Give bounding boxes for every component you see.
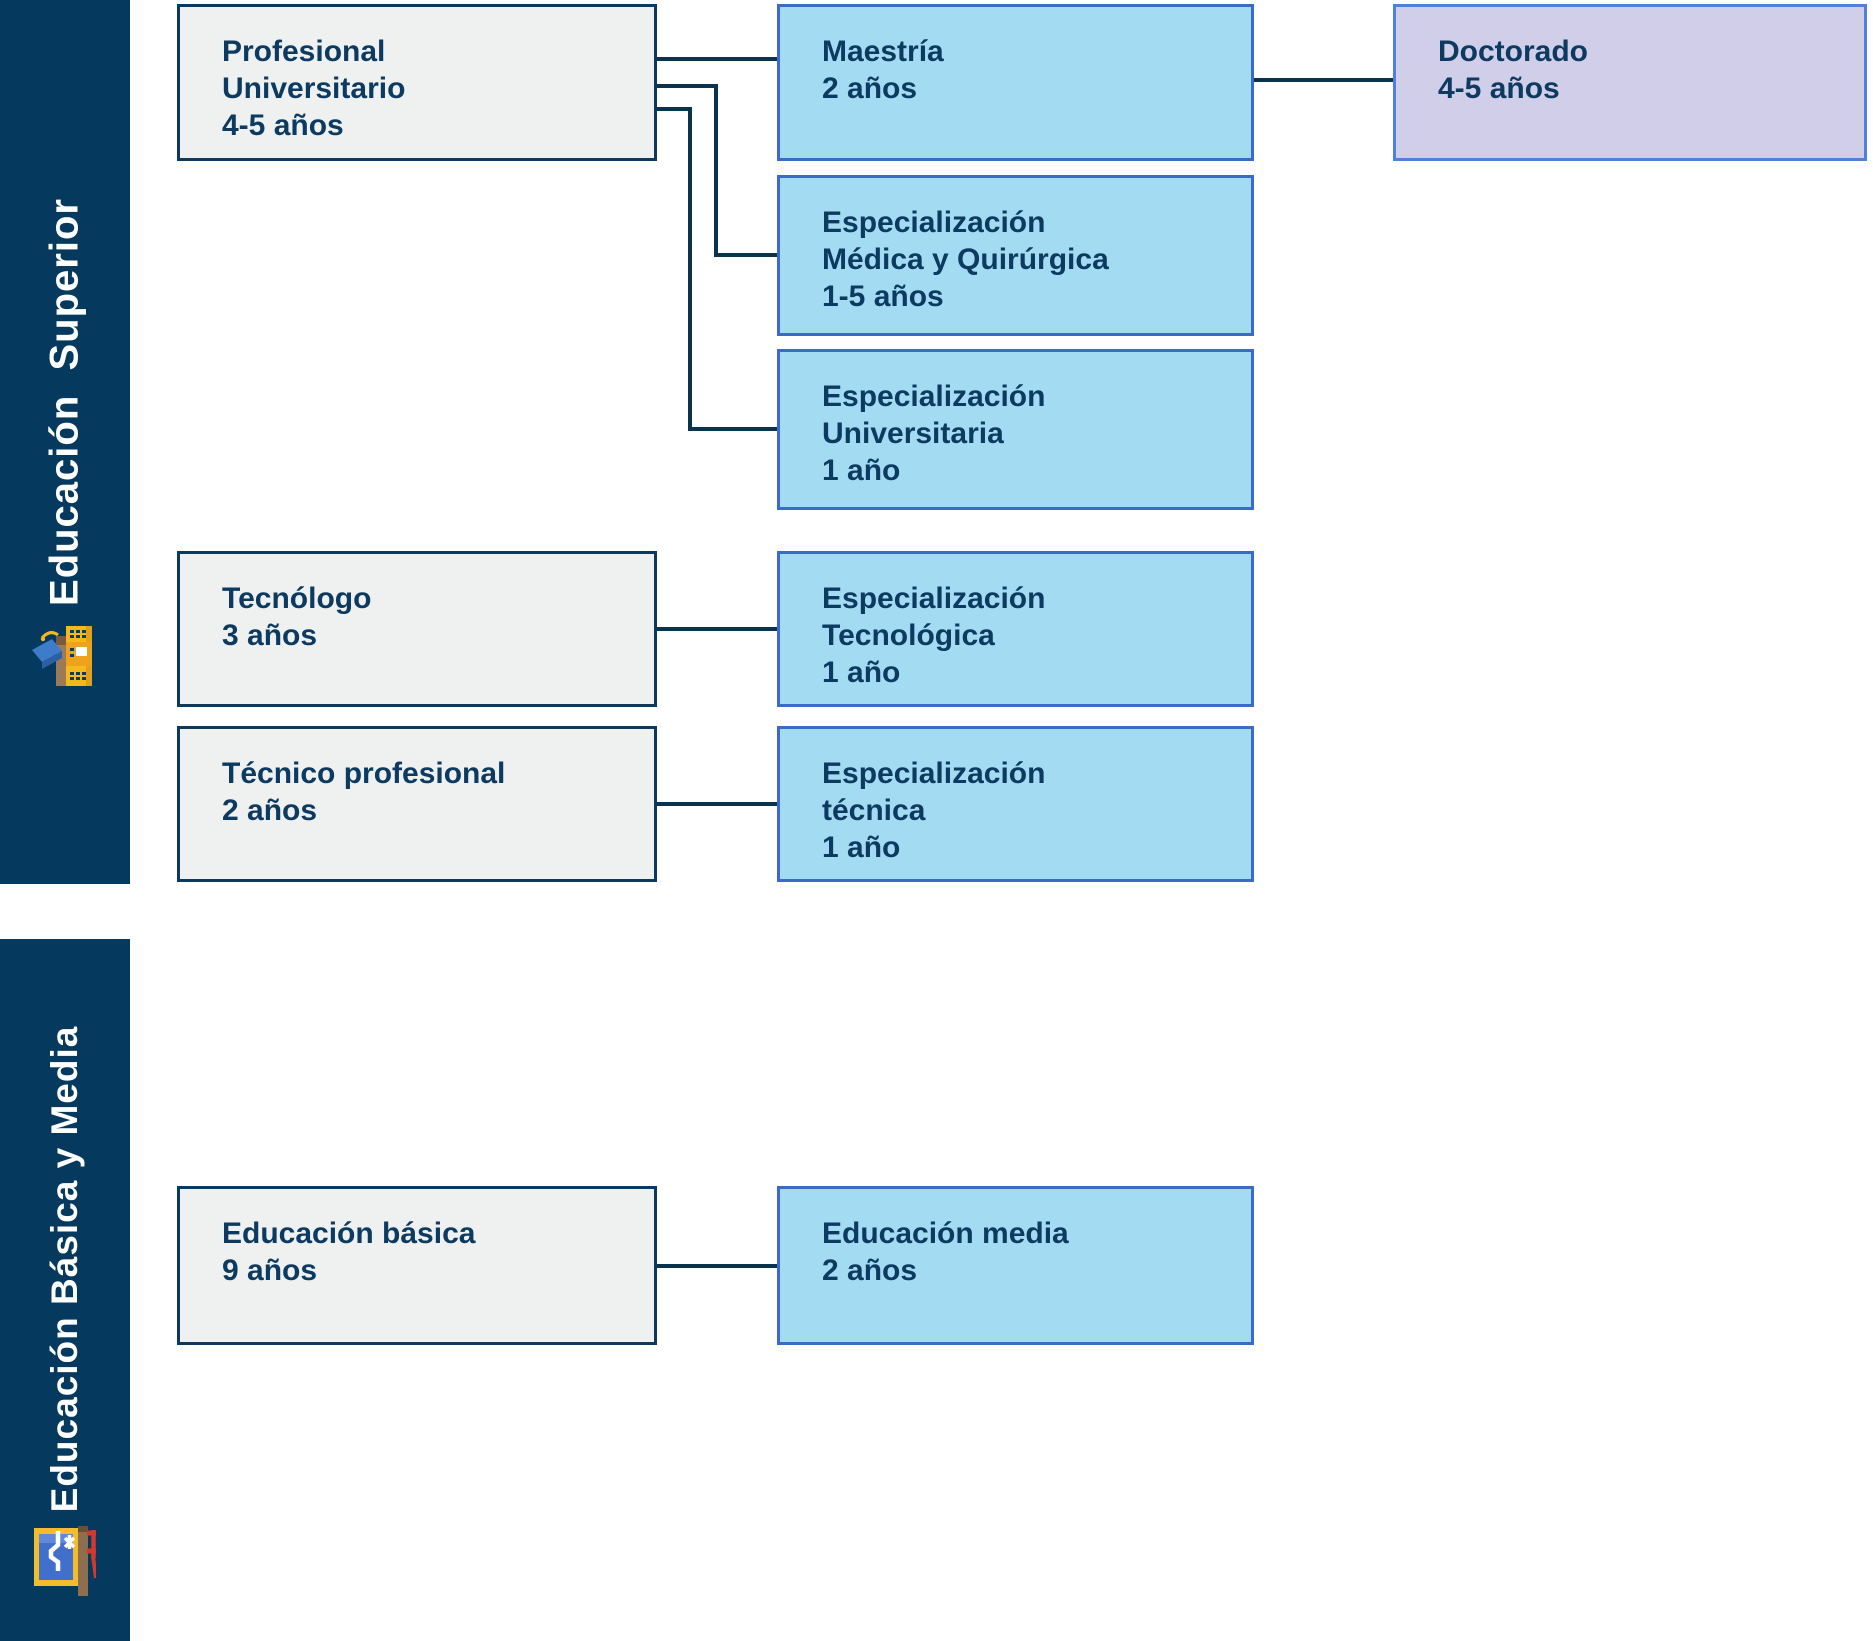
- box-text-line: Especialización: [822, 206, 1046, 239]
- box-text-line: 4-5 años: [222, 109, 344, 142]
- box-especializacion-universitaria: Especialización Universitaria 1 año: [777, 349, 1254, 510]
- box-text-line: 1 año: [822, 656, 901, 689]
- box-text-line: 1-5 años: [822, 280, 944, 313]
- connector-profesional-esp-medica: [657, 84, 779, 257]
- box-text-line: 4-5 años: [1438, 72, 1560, 105]
- box-text-line: Técnico profesional: [222, 757, 506, 790]
- connector-profesional-esp-universitaria: [657, 107, 779, 431]
- box-text-line: 3 años: [222, 619, 318, 652]
- box-text-line: Profesional: [222, 35, 386, 68]
- box-text-line: Médica y Quirúrgica: [822, 243, 1109, 276]
- box-especializacion-medica-quirurgica: Especialización Médica y Quirúrgica 1-5 …: [777, 175, 1254, 336]
- box-text-line: 2 años: [222, 794, 318, 827]
- box-text-line: 2 años: [822, 1254, 918, 1287]
- box-text-line: Maestría: [822, 35, 944, 68]
- box-text-line: 9 años: [222, 1254, 318, 1287]
- sidebar-label-educacion-superior: Educación Superior: [42, 198, 87, 606]
- box-text-line: Especialización: [822, 582, 1046, 615]
- box-text-line: Tecnólogo: [222, 582, 372, 615]
- box-text-line: Universitario: [222, 72, 406, 105]
- sidebar-label-educacion-basica-media: Educación Básica y Media: [44, 1025, 85, 1513]
- box-especializacion-tecnologica: Especialización Tecnológica 1 año: [777, 551, 1254, 707]
- box-text-line: Educación básica: [222, 1217, 476, 1250]
- box-text-line: Tecnológica: [822, 619, 995, 652]
- box-text-line: 1 año: [822, 454, 901, 487]
- box-educacion-media: Educación media 2 años: [777, 1186, 1254, 1345]
- blackboard-icon: [34, 1526, 96, 1596]
- box-tecnico-profesional: Técnico profesional 2 años: [177, 726, 657, 882]
- box-tecnologo: Tecnólogo 3 años: [177, 551, 657, 707]
- box-especializacion-tecnica: Especialización técnica 1 año: [777, 726, 1254, 882]
- box-text-line: Universitaria: [822, 417, 1004, 450]
- box-text-line: técnica: [822, 794, 926, 827]
- box-text-line: Especialización: [822, 380, 1046, 413]
- box-text-line: Educación media: [822, 1217, 1069, 1250]
- box-text-line: Especialización: [822, 757, 1046, 790]
- box-text-line: 1 año: [822, 831, 901, 864]
- box-profesional-universitario: Profesional Universitario 4-5 años: [177, 4, 657, 161]
- box-text-line: 2 años: [822, 72, 918, 105]
- box-educacion-basica: Educación básica 9 años: [177, 1186, 657, 1345]
- sidebar-educacion-basica-media: [0, 939, 130, 1641]
- box-text-line: Doctorado: [1438, 35, 1588, 68]
- sidebar-educacion-superior: [0, 0, 130, 884]
- university-icon: [32, 626, 92, 686]
- box-doctorado: Doctorado 4-5 años: [1393, 4, 1867, 161]
- box-maestria: Maestría 2 años: [777, 4, 1254, 161]
